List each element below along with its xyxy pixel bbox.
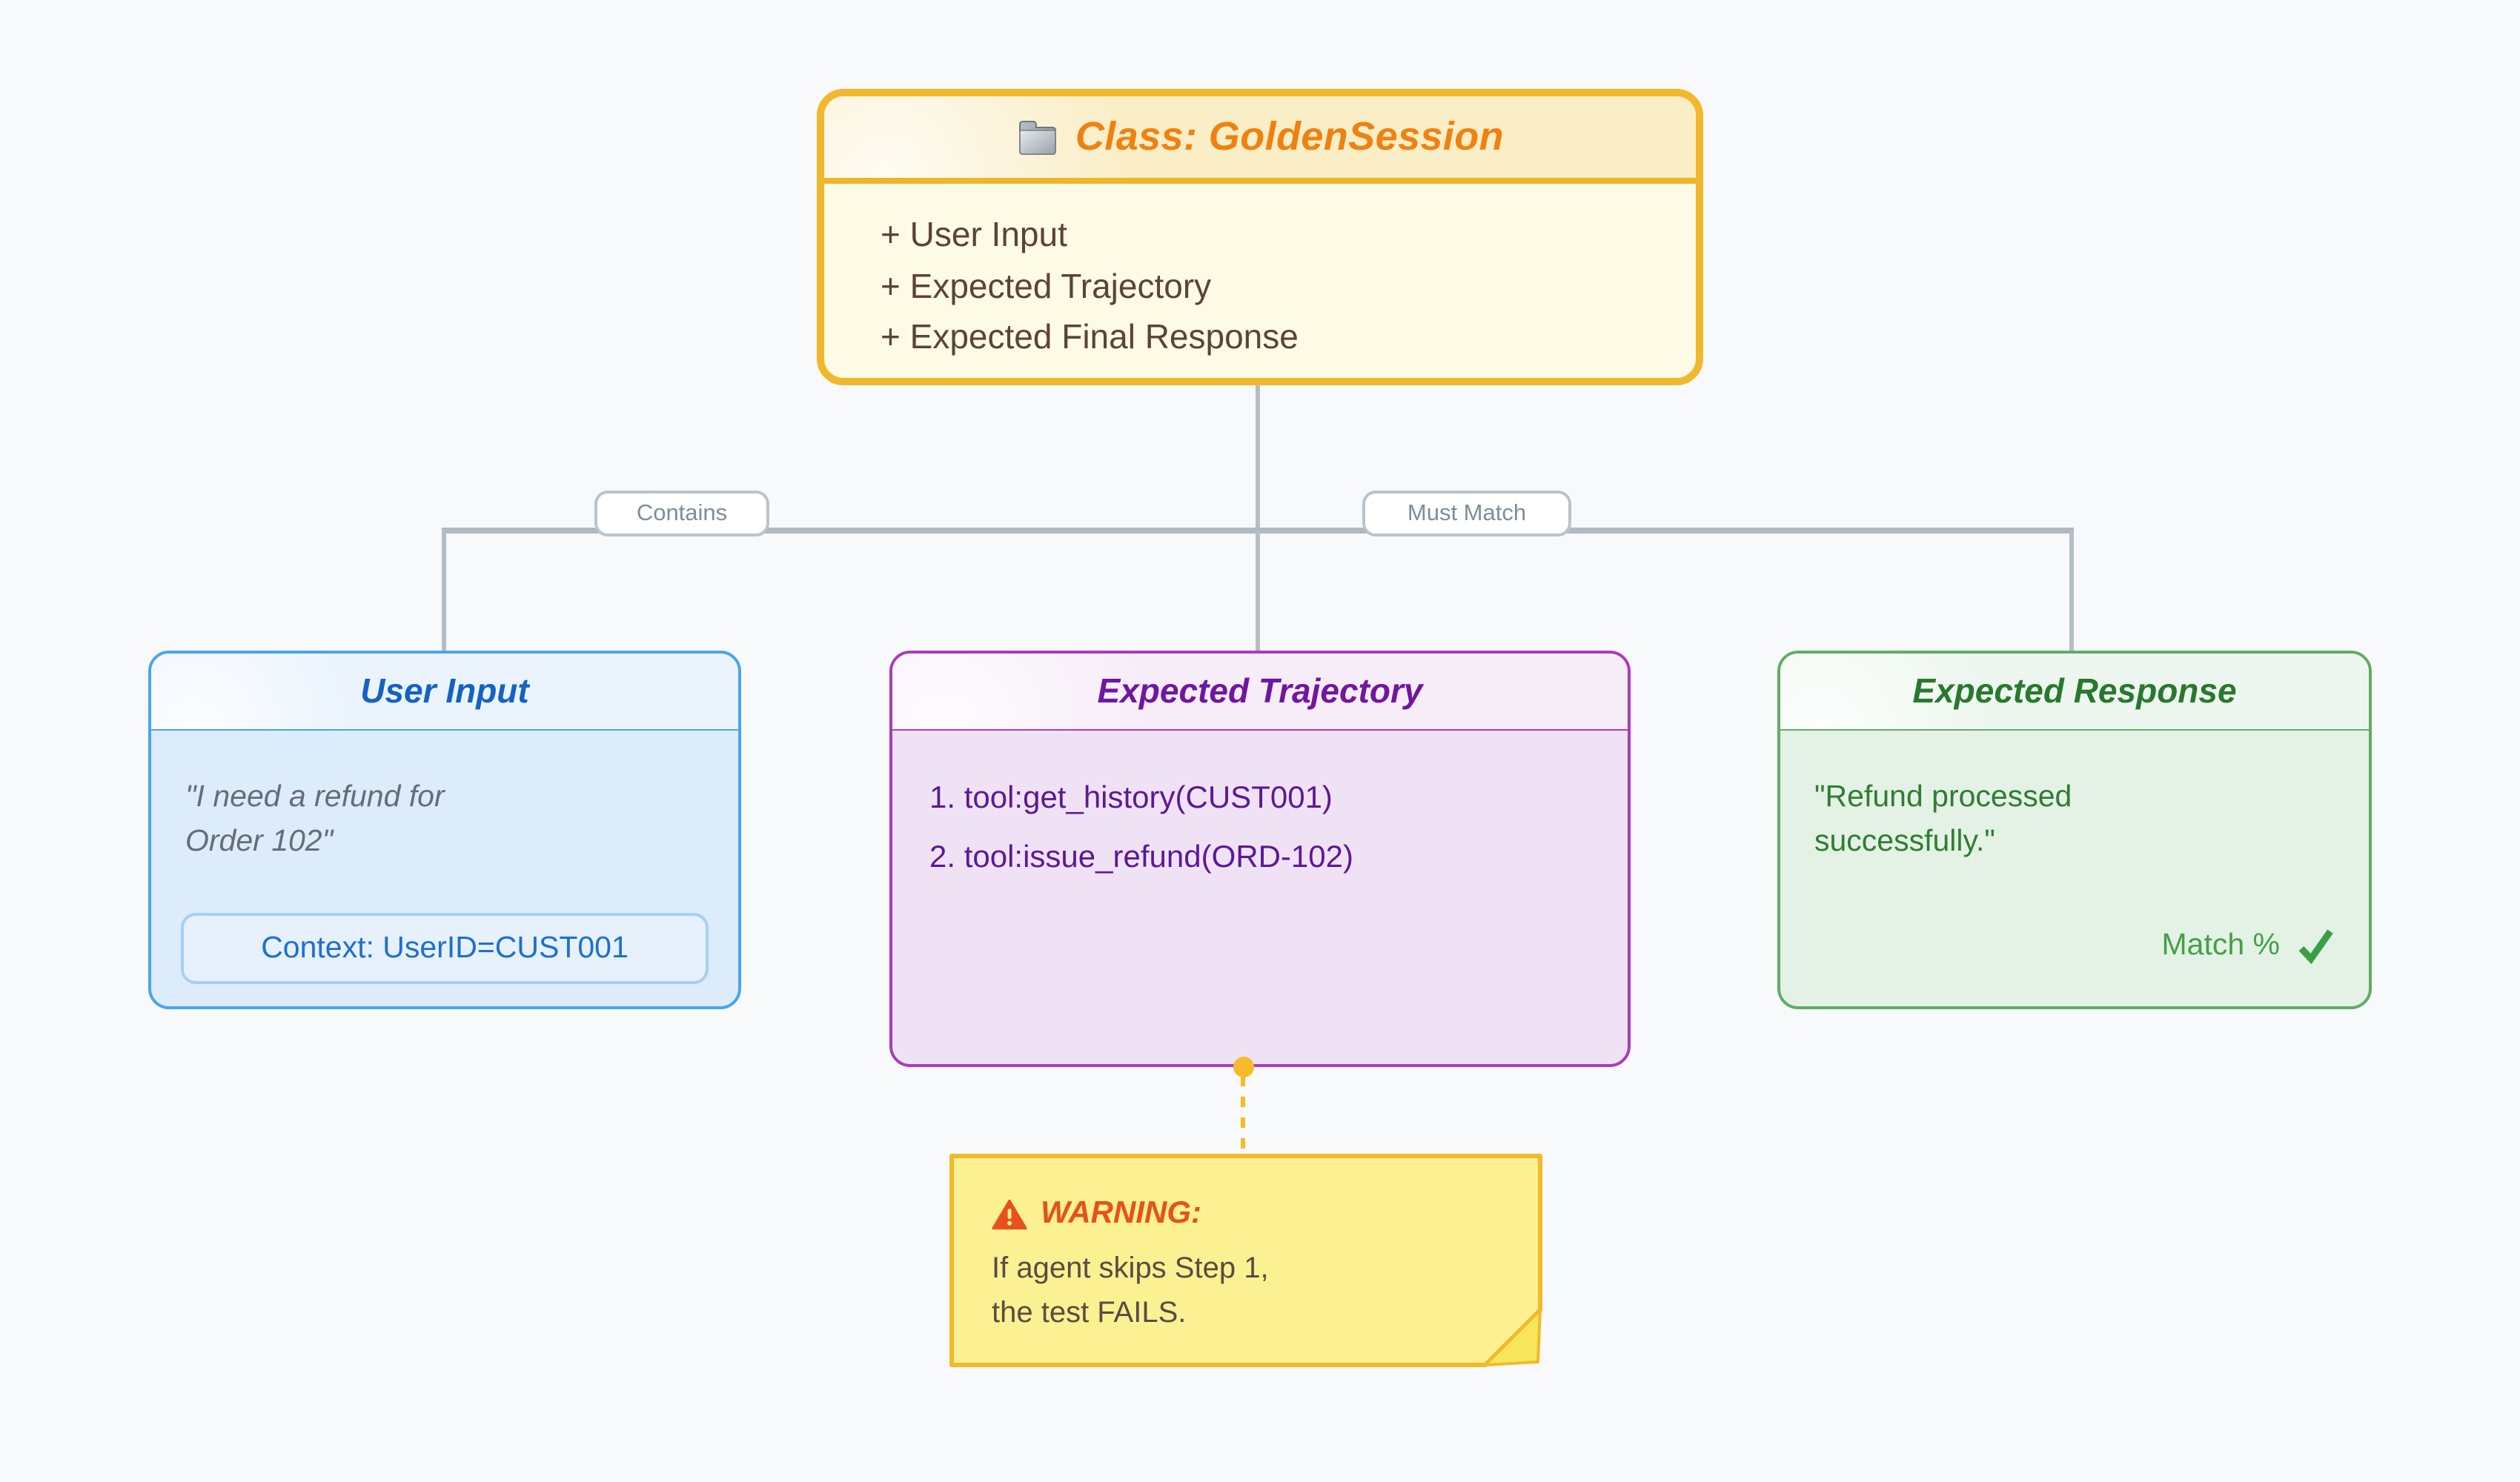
user-input-header: User Input bbox=[151, 654, 738, 731]
check-icon bbox=[2295, 925, 2336, 966]
edge-drop-center bbox=[1256, 531, 1260, 652]
warning-title: WARNING: bbox=[1041, 1196, 1201, 1230]
edge-drop-right bbox=[2069, 531, 2074, 652]
trajectory-steps: 1. tool:get_history(CUST001) 2. tool:iss… bbox=[892, 731, 1628, 876]
edge-label-contains: Contains bbox=[594, 491, 769, 536]
note-link-dot bbox=[1233, 1057, 1254, 1077]
edge-label-must-match-text: Must Match bbox=[1407, 500, 1527, 525]
expected-response-title: Expected Response bbox=[1912, 671, 2237, 710]
expected-response-node: Expected Response "Refund processed succ… bbox=[1777, 651, 2372, 1009]
warning-text-line1: If agent skips Step 1, bbox=[992, 1252, 1269, 1285]
warning-text: If agent skips Step 1, the test FAILS. bbox=[992, 1248, 1269, 1335]
match-label: Match % bbox=[2161, 928, 2281, 962]
warning-title-row: WARNING: bbox=[992, 1196, 1201, 1232]
edge-label-contains-text: Contains bbox=[636, 500, 728, 525]
expected-response-quote-line2: successfully." bbox=[1814, 823, 1995, 857]
class-member-expected-final-response: + Expected Final Response bbox=[881, 317, 1299, 356]
trajectory-step-2: 2. tool:issue_refund(ORD-102) bbox=[929, 840, 1353, 874]
expected-trajectory-title: Expected Trajectory bbox=[1097, 671, 1423, 710]
class-member-user-input: + User Input bbox=[881, 215, 1067, 253]
class-goldensession-node: Class: GoldenSession + User Input + Expe… bbox=[817, 89, 1703, 385]
expected-trajectory-node: Expected Trajectory 1. tool:get_history(… bbox=[889, 651, 1631, 1067]
warning-text-line2: the test FAILS. bbox=[992, 1296, 1187, 1329]
warning-icon bbox=[992, 1198, 1027, 1229]
context-pill: Context: UserID=CUST001 bbox=[181, 913, 709, 984]
class-node-header: Class: GoldenSession bbox=[824, 96, 1696, 184]
class-member-expected-trajectory: + Expected Trajectory bbox=[881, 266, 1212, 305]
class-node-title: Class: GoldenSession bbox=[1075, 114, 1505, 159]
user-input-quote-line1: "I need a refund for bbox=[185, 780, 445, 814]
warning-note: WARNING: If agent skips Step 1, the test… bbox=[949, 1153, 1543, 1368]
user-input-title: User Input bbox=[360, 671, 529, 710]
user-input-node: User Input "I need a refund for Order 10… bbox=[148, 651, 741, 1009]
expected-trajectory-header: Expected Trajectory bbox=[892, 654, 1628, 731]
expected-response-quote: "Refund processed successfully." bbox=[1780, 731, 2369, 863]
class-node-members: + User Input + Expected Trajectory + Exp… bbox=[824, 184, 1696, 362]
expected-response-quote-line1: "Refund processed bbox=[1814, 780, 2072, 814]
expected-response-header: Expected Response bbox=[1780, 654, 2369, 731]
context-pill-text: Context: UserID=CUST001 bbox=[261, 931, 629, 965]
match-row: Match % bbox=[2162, 925, 2337, 966]
edge-label-must-match: Must Match bbox=[1362, 491, 1571, 536]
folder-icon bbox=[1016, 117, 1061, 157]
note-link-dashed-line bbox=[1241, 1076, 1245, 1153]
edge-drop-left bbox=[442, 531, 446, 652]
user-input-quote: "I need a refund for Order 102" bbox=[151, 731, 738, 863]
trajectory-step-1: 1. tool:get_history(CUST001) bbox=[929, 781, 1333, 815]
note-shape bbox=[949, 1154, 1542, 1367]
edge-stem-top bbox=[1256, 385, 1260, 531]
user-input-quote-line2: Order 102" bbox=[185, 823, 334, 857]
